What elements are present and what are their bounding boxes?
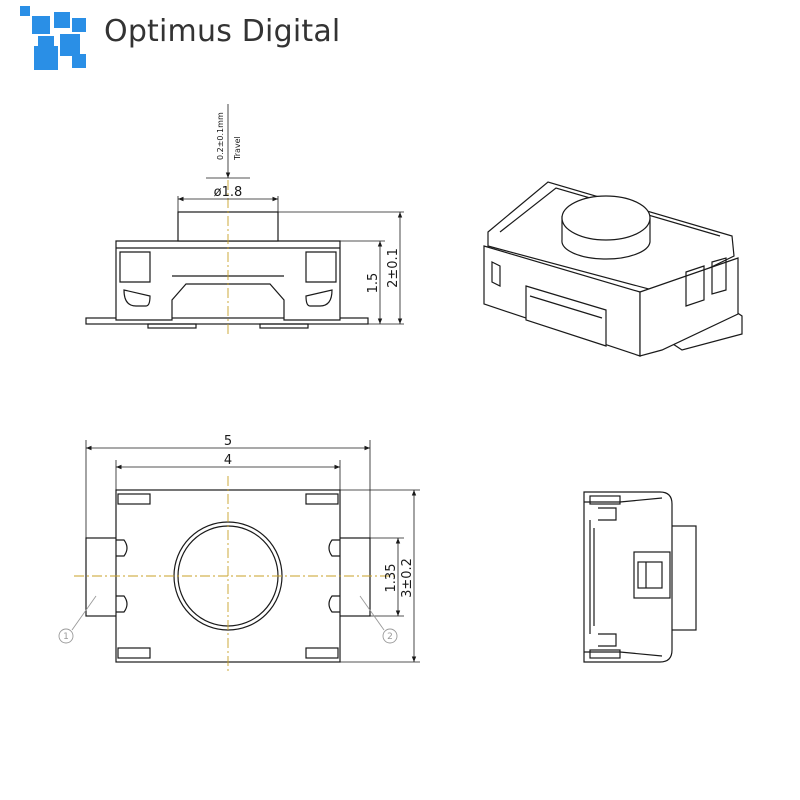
terminal-pitch-dimension: 1.35 — [384, 564, 399, 593]
body-height-dimension: 1.5 — [366, 273, 381, 294]
width-body-dimension: 4 — [224, 453, 232, 468]
callout-1: 1 — [63, 632, 69, 642]
isometric-view — [483, 181, 743, 357]
total-height-dimension: 2±0.1 — [386, 248, 401, 288]
front-view: 0.2±0.1mm Travel ø1.8 1.5 2±0.1 — [85, 104, 404, 334]
brand-name: Optimus Digital — [104, 14, 341, 49]
button-diameter-dimension: ø1.8 — [214, 185, 243, 200]
depth-dimension: 3±0.2 — [400, 558, 415, 598]
width-total-dimension: 5 — [224, 434, 232, 449]
travel-label: Travel — [233, 136, 242, 161]
travel-dimension: 0.2±0.1mm — [216, 112, 225, 160]
top-view: 5 4 1.35 3±0.2 1 2 — [58, 434, 420, 672]
side-view — [583, 491, 697, 663]
optimus-digital-logo-icon — [20, 6, 86, 70]
callout-2: 2 — [387, 632, 393, 642]
